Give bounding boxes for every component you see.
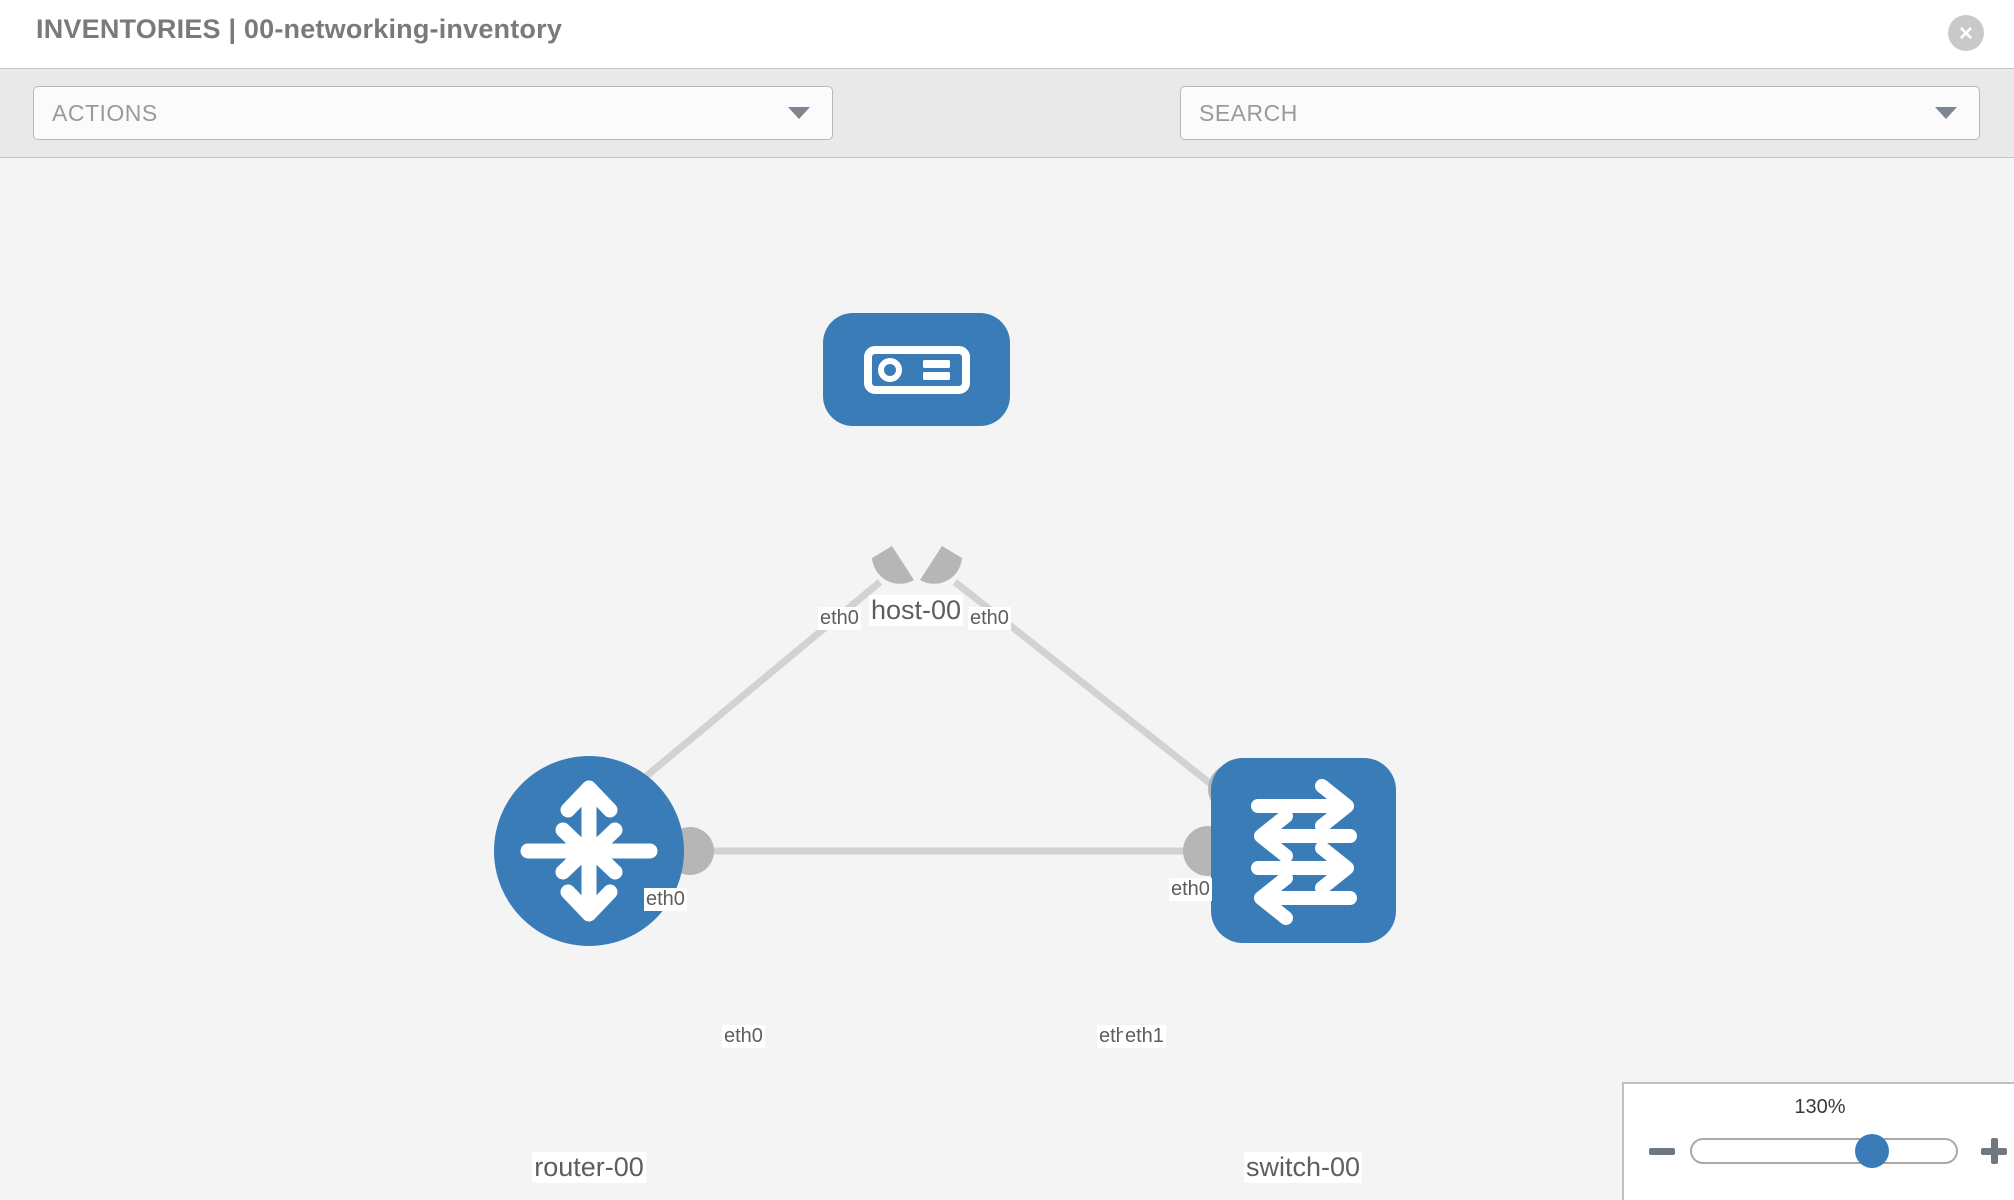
page-header: INVENTORIES | 00-networking-inventory [0, 0, 2014, 68]
edge-label: eth1 [1123, 1025, 1166, 1048]
connector-host-left [872, 546, 914, 584]
node-label-switch-00: switch-00 [1243, 1152, 1363, 1183]
edge-label: eth [1097, 1025, 1129, 1048]
node-label-router-00: router-00 [532, 1152, 646, 1183]
edge-label: eth0 [644, 888, 687, 911]
close-icon[interactable] [1948, 15, 1984, 51]
plus-icon[interactable] [1972, 1129, 2014, 1173]
actions-dropdown[interactable]: ACTIONS [33, 86, 833, 140]
actions-dropdown-label: ACTIONS [52, 99, 158, 126]
topology-graph [494, 313, 1396, 946]
node-host-00[interactable] [823, 313, 1010, 426]
chevron-down-icon [1935, 107, 1957, 119]
edge-label: eth0 [1169, 878, 1212, 901]
zoom-slider-row [1624, 1128, 2014, 1174]
node-label-host-00: host-00 [868, 595, 964, 626]
edge-label: eth0 [968, 607, 1011, 630]
page-title: INVENTORIES | 00-networking-inventory [36, 14, 563, 44]
zoom-control-panel: 130% [1622, 1082, 2014, 1200]
chevron-down-icon [788, 107, 810, 119]
search-placeholder-label: SEARCH [1199, 99, 1298, 126]
node-router-00[interactable] [494, 756, 684, 946]
minus-icon[interactable] [1640, 1129, 1684, 1173]
topology-canvas[interactable]: eth0 host-00 eth0 eth0 eth0 eth0 eth eth… [0, 158, 2014, 1200]
toolbar: ACTIONS SEARCH [0, 68, 2014, 193]
edge-label: eth0 [818, 607, 861, 630]
node-switch-00[interactable] [1211, 758, 1396, 943]
connector-host-right [920, 546, 962, 584]
zoom-percent-label: 130% [1794, 1096, 1846, 1118]
zoom-slider[interactable] [1690, 1134, 1958, 1168]
edge-label: eth0 [722, 1025, 765, 1048]
search-input[interactable]: SEARCH [1180, 86, 1980, 140]
zoom-slider-handle[interactable] [1854, 1134, 1889, 1168]
